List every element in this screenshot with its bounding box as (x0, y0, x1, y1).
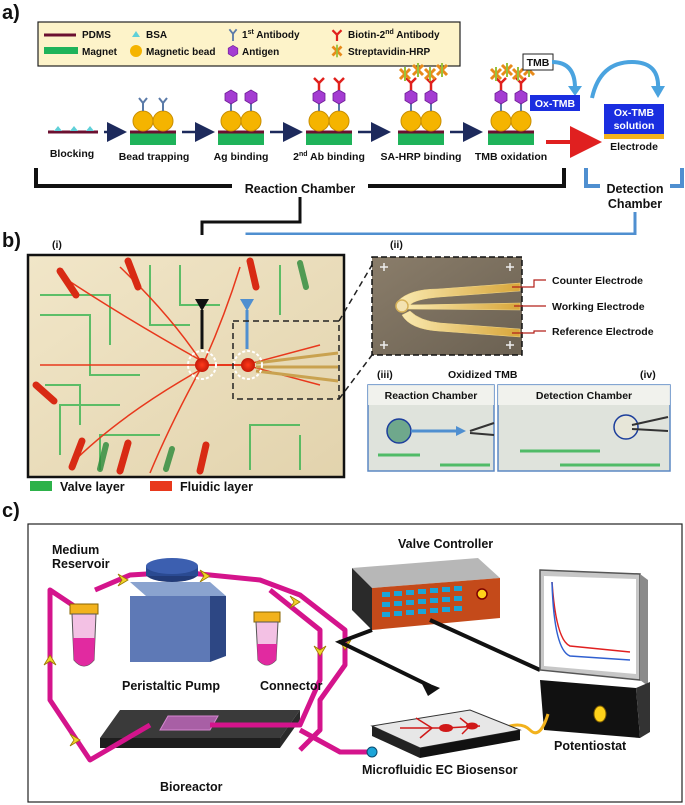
ox-tmb-box (530, 95, 580, 111)
electrode-tip (395, 299, 409, 313)
bead-trapping-construct (130, 97, 176, 145)
connector-label: Connector (260, 679, 323, 693)
medium-reservoir-label-1: Medium (52, 543, 99, 557)
legend-bead-icon (130, 45, 142, 57)
reaction-spot-ring (187, 350, 217, 380)
tmb-label: TMB (527, 57, 550, 69)
sa-hrp-construct (398, 61, 449, 145)
legend-antigen-icon (227, 45, 239, 57)
detection-chamber-label-2: Chamber (608, 197, 662, 211)
reference-electrode-label: Reference Electrode (552, 326, 654, 338)
ox-tmb-solution-box (604, 104, 664, 134)
label-i: (i) (52, 239, 62, 251)
tmb-curve-arrow (551, 60, 577, 89)
potentiostat-box (540, 680, 650, 738)
panel-b-label: b) (2, 230, 21, 252)
detection-spot-ring (233, 350, 263, 380)
reservoir-vial (69, 603, 99, 667)
reaction-photo-label: Reaction Chamber (385, 390, 478, 402)
label-iii: (iii) (377, 369, 393, 381)
counter-electrode-label: Counter Electrode (552, 275, 643, 287)
zoom-box (232, 320, 340, 400)
reaction-chamber-label: Reaction Chamber (245, 182, 356, 196)
valve-controller (352, 558, 500, 630)
panel-c-label: c) (2, 500, 20, 522)
electrode-leads (255, 351, 339, 383)
legend-magnet: Magnet (82, 47, 118, 58)
step-sa-hrp: SA-HRP binding (381, 151, 462, 163)
panel-a-label: a) (2, 2, 20, 24)
reaction-spot (195, 358, 209, 372)
detection-photo-label: Detection Chamber (536, 390, 632, 402)
step-ag-binding: Ag binding (214, 151, 269, 163)
legend-streptavidin: Streptavidin-HRP (348, 47, 431, 58)
valve-layer-label: Valve layer (60, 480, 125, 494)
ab-binding-construct (306, 76, 352, 145)
biosensor-chip (370, 709, 522, 758)
step-ab-binding: 2nd Ab binding (293, 151, 365, 163)
panel-b-figure: Counter Electrode Working Electrode Refe… (26, 239, 671, 494)
electrode-curve-arrow (590, 59, 661, 99)
legend-bsa: BSA (146, 30, 167, 41)
valve-tubing-stubs (97, 260, 309, 472)
working-electrode-label: Working Electrode (552, 301, 645, 313)
valve-channels (40, 265, 301, 470)
crosshair-marks (380, 263, 514, 349)
black-arrowhead (195, 299, 209, 311)
blue-connector (245, 212, 637, 235)
panel-a-schematic: PDMS Magnet BSA Magnetic bead 1st Antibo… (34, 21, 684, 235)
legend-bsa-icon (132, 31, 140, 37)
bsa-icons (54, 126, 94, 131)
electrode-pointer-lines (512, 279, 546, 334)
zoom-line-top (338, 264, 373, 322)
ox-tmb-solution-1: Ox-TMB (614, 107, 655, 119)
legend-bead: Magnetic bead (146, 47, 215, 58)
potentiostat-monitor (539, 569, 648, 686)
step-tmb-oxidation: TMB oxidation (475, 151, 547, 163)
peristaltic-pump (130, 558, 226, 662)
oxidized-tmb-label: Oxidized TMB (448, 369, 518, 381)
tmb-oxidation-construct (488, 61, 536, 145)
electrode-traces (397, 282, 521, 338)
label-ii: (ii) (390, 239, 403, 251)
control-arrowhead (420, 680, 440, 696)
detection-spot (241, 358, 255, 372)
connector-vial (253, 611, 281, 666)
potentiostat-label: Potentiostat (554, 739, 627, 753)
label-iv: (iv) (640, 369, 656, 381)
peristaltic-pump-label: Peristaltic Pump (122, 679, 220, 693)
blue-arrowhead (240, 299, 254, 311)
legend-antigen: Antigen (242, 47, 279, 58)
electrode-bar (604, 134, 664, 139)
detection-photo-spot (613, 414, 639, 440)
step-bead-trapping: Bead trapping (119, 151, 190, 163)
pinch-valve-icon (366, 746, 378, 758)
legend-biotin: Biotin-2nd Antibody (348, 29, 440, 41)
bioreactor (100, 710, 300, 748)
panel-c-schematic: Medium Reservoir Valve Controller Perist… (27, 523, 683, 803)
tubing-stubs (32, 257, 260, 475)
medium-reservoir-label-2: Reservoir (52, 557, 110, 571)
legend-box (37, 21, 461, 67)
legend-magnet-swatch (44, 47, 78, 54)
detection-chamber-label-1: Detection (607, 182, 664, 196)
ox-tmb-label: Ox-TMB (535, 98, 576, 110)
valve-layer-swatch (30, 481, 52, 491)
valve-controller-label: Valve Controller (398, 537, 493, 551)
ox-tmb-solution-2: solution (614, 120, 655, 132)
control-lines (334, 618, 541, 688)
legend-first-antibody: 1st Antibody (242, 29, 300, 41)
black-connector (200, 197, 302, 235)
fluidic-layer-swatch (150, 481, 172, 491)
fluidic-layer-label: Fluidic layer (180, 480, 253, 494)
legend-pdms: PDMS (82, 30, 111, 41)
reaction-photo-spot (386, 418, 412, 444)
biosensor-label: Microfluidic EC Biosensor (362, 763, 518, 777)
step-blocking: Blocking (50, 148, 94, 160)
electrode-label: Electrode (610, 141, 658, 153)
ag-binding-construct (218, 89, 264, 145)
bioreactor-label: Bioreactor (160, 780, 223, 794)
zoom-line-bottom (338, 354, 373, 400)
